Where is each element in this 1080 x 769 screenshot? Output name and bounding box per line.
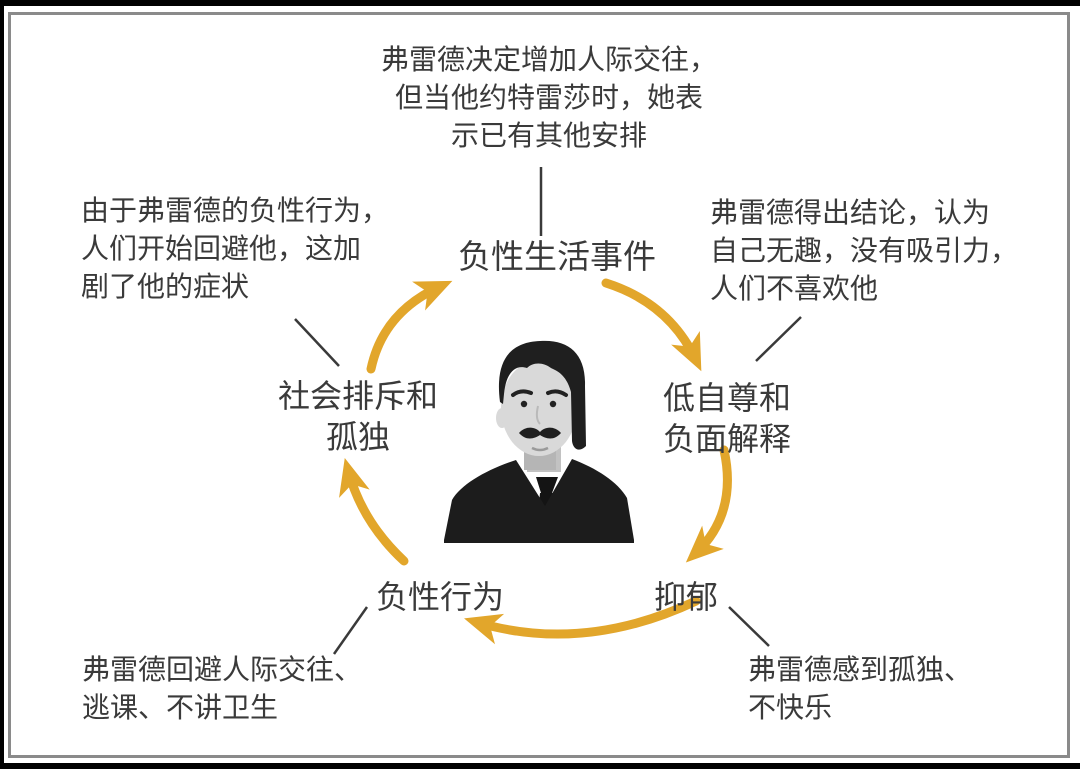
connector-line-bottom-right bbox=[728, 606, 770, 647]
man-suit bbox=[444, 459, 634, 543]
man-eyebrow-right bbox=[546, 389, 568, 397]
man-eye-right bbox=[549, 400, 557, 408]
annotation-low-self-esteem: 弗雷德得出结论，认为 自己无趣，没有吸引力， 人们不喜欢他 bbox=[710, 198, 1019, 305]
annotation-depression: 弗雷德感到孤独、 不快乐 bbox=[748, 655, 973, 724]
frame-edge-left bbox=[0, 0, 4, 769]
node-negative-life-events: 负性生活事件 bbox=[458, 240, 656, 276]
man-mustache bbox=[519, 427, 561, 439]
annotation-social-rejection: 由于弗雷德的负性行为， 人们开始回避他，这加 剧了他的症状 bbox=[81, 196, 390, 303]
man-mouth bbox=[531, 446, 549, 452]
arrow-life-events-to-self-esteem bbox=[601, 278, 702, 372]
connector-line-right bbox=[755, 316, 802, 362]
man-nose bbox=[535, 405, 541, 425]
annotation-negative-behavior: 弗雷德回避人际交往、 逃课、不讲卫生 bbox=[82, 655, 363, 724]
man-eye-left bbox=[520, 400, 528, 408]
frame-edge-bottom bbox=[0, 763, 1080, 769]
annotation-negative-life-events: 弗雷德决定增加人际交往， 但当他约特雷莎时，她表 示已有其他安排 bbox=[380, 45, 717, 152]
connector-line-left bbox=[294, 318, 340, 367]
arrow-behavior-to-rejection bbox=[339, 457, 409, 566]
node-depression: 抑郁 bbox=[654, 579, 719, 615]
node-negative-behavior: 负性行为 bbox=[376, 579, 505, 615]
arrow-rejection-to-life-events bbox=[366, 280, 453, 374]
arrow-depression-to-behavior bbox=[464, 596, 701, 645]
figure-border bbox=[8, 12, 1070, 758]
arrow-self-esteem-to-depression bbox=[685, 445, 732, 563]
man-illustration bbox=[444, 340, 634, 543]
connector-line-bottom-left bbox=[332, 606, 369, 655]
man-eyebrow-left bbox=[511, 389, 533, 397]
frame-edge-top bbox=[0, 0, 1080, 6]
node-low-self-esteem: 低自尊和 负面解释 bbox=[663, 380, 792, 457]
node-social-rejection: 社会排斥和 孤独 bbox=[277, 378, 438, 455]
man-hair bbox=[498, 340, 586, 450]
